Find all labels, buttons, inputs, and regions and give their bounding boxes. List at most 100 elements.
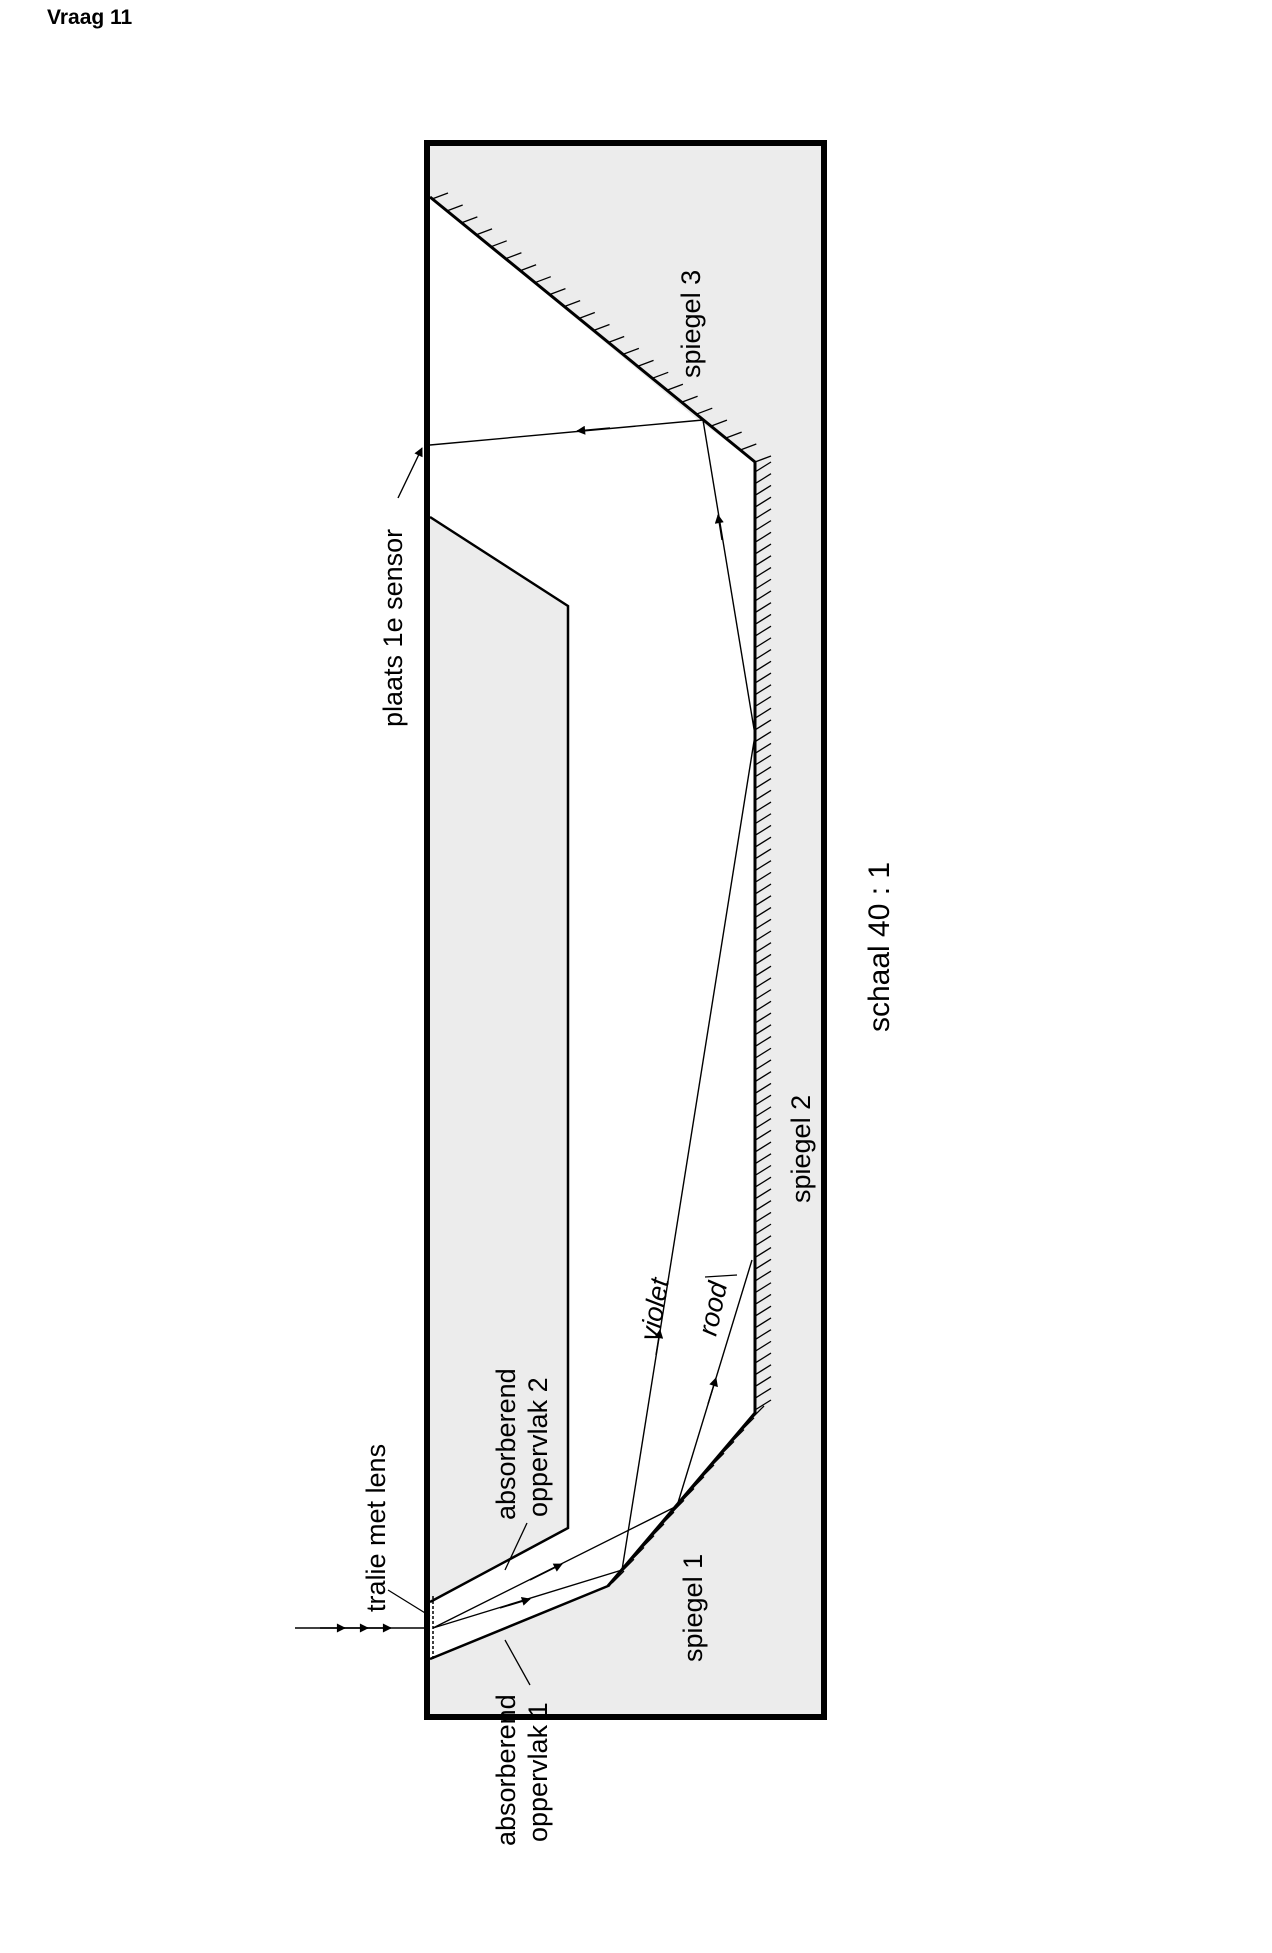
hatch-mark: [754, 1129, 772, 1141]
label-absorb1-line2: oppervlak 1: [523, 1702, 553, 1842]
hatch-mark: [754, 906, 772, 919]
hatch-mark: [475, 228, 493, 236]
hatch-mark: [754, 1141, 772, 1153]
hatch-mark: [754, 1235, 772, 1247]
hatch-mark: [754, 1012, 772, 1024]
hatch-mark: [754, 918, 772, 930]
hatch-mark: [754, 1164, 772, 1177]
hatch-mark: [754, 789, 772, 801]
hatch-mark: [754, 766, 772, 778]
ray-violet-to-mirror2: [621, 734, 756, 1571]
hatch-mark: [754, 555, 772, 567]
hatch-mark: [754, 860, 772, 872]
hatch-mark: [621, 1558, 635, 1572]
hatch-mark: [754, 965, 772, 977]
hatch-mark: [725, 431, 742, 439]
hatch-mark: [754, 930, 772, 942]
hatch-mark: [754, 1035, 772, 1048]
hatch-mark: [754, 1329, 772, 1341]
label-absorb2-line1: absorberend: [491, 1368, 521, 1520]
label-mirror-3: spiegel 3: [676, 270, 706, 378]
hatch-mark: [754, 1071, 772, 1083]
hatch-mark: [710, 419, 728, 427]
hatch-mark: [754, 1188, 772, 1200]
hatch-mark: [754, 1399, 772, 1411]
hatch-mark: [490, 240, 507, 248]
mirror-3-hatching: [431, 192, 772, 463]
mirror-2-hatching: [754, 461, 772, 1411]
hatch-mark: [754, 1305, 772, 1317]
hatch-mark: [754, 1200, 772, 1212]
hatch-mark: [754, 1270, 772, 1282]
hatch-mark: [754, 1293, 772, 1306]
hatch-mark: [754, 977, 772, 989]
hatch-mark: [754, 1047, 772, 1059]
hatch-mark: [754, 824, 772, 837]
hatch-mark: [754, 895, 772, 907]
hatch-mark: [505, 252, 522, 260]
hatch-mark: [741, 1417, 755, 1431]
hatch-mark: [549, 288, 566, 296]
hatch-mark: [754, 778, 772, 790]
hatch-mark: [754, 1094, 772, 1106]
hatch-mark: [754, 742, 772, 754]
hatch-mark: [711, 1452, 725, 1466]
hatch-mark: [754, 1352, 772, 1364]
mirror-3: [429, 195, 756, 464]
hatch-mark: [754, 613, 772, 625]
interior-cavity: [430, 197, 755, 1659]
hatch-mark: [754, 649, 772, 661]
label-grating: tralie met lens: [361, 1444, 391, 1612]
hatch-mark: [754, 625, 772, 637]
hatch-mark: [637, 359, 654, 367]
hatch-mark: [622, 347, 640, 356]
hatch-mark: [754, 461, 772, 473]
hatch-mark: [754, 1000, 772, 1012]
hatch-mark: [754, 953, 772, 966]
ray-violet-mid-arrow: [714, 514, 724, 541]
hatch-mark: [563, 299, 581, 308]
hatch-mark: [751, 1405, 765, 1419]
hatch-mark: [754, 754, 772, 766]
ray-violet-up-arrow: [654, 1329, 664, 1356]
hatch-mark: [740, 443, 757, 451]
label-absorb2-line2: oppervlak 2: [523, 1377, 553, 1517]
hatch-mark: [754, 520, 772, 532]
ray-violet-to-mirror3: [702, 419, 756, 736]
hatch-mark: [754, 543, 772, 555]
hatch-mark: [631, 1546, 645, 1560]
ray-to-sensor: [429, 419, 704, 446]
hatch-mark: [754, 1317, 772, 1329]
hatch-mark: [754, 455, 772, 463]
hatch-mark: [754, 473, 772, 485]
hatch-mark: [671, 1499, 685, 1513]
hatch-mark: [754, 1375, 772, 1388]
leader-absorb1: [504, 1639, 531, 1686]
hatch-mark: [731, 1429, 745, 1443]
hatch-mark: [754, 1153, 772, 1165]
hatch-mark: [431, 192, 449, 200]
hatch-mark: [754, 942, 772, 954]
hatch-mark: [754, 566, 772, 579]
hatch-mark: [681, 395, 698, 403]
hatch-mark: [754, 1082, 772, 1094]
hatch-mark: [754, 813, 772, 825]
hatch-mark: [754, 1211, 772, 1223]
label-mirror-1: spiegel 1: [678, 1554, 708, 1662]
hatch-mark: [661, 1511, 675, 1525]
label-scale: schaal 40 : 1: [863, 862, 896, 1032]
hatch-mark: [611, 1570, 625, 1584]
hatch-mark: [754, 707, 772, 719]
hatch-mark: [754, 602, 772, 614]
hatch-mark: [754, 531, 772, 543]
hatch-mark: [754, 1024, 772, 1036]
leader-grating: [387, 1589, 431, 1617]
hatch-mark: [754, 871, 772, 883]
hatch-mark: [754, 637, 772, 649]
hatch-mark: [754, 508, 772, 520]
leader-absorb2: [504, 1522, 528, 1571]
hatch-mark: [446, 204, 463, 212]
hatch-mark: [754, 1364, 772, 1376]
hatch-mark: [754, 1258, 772, 1270]
